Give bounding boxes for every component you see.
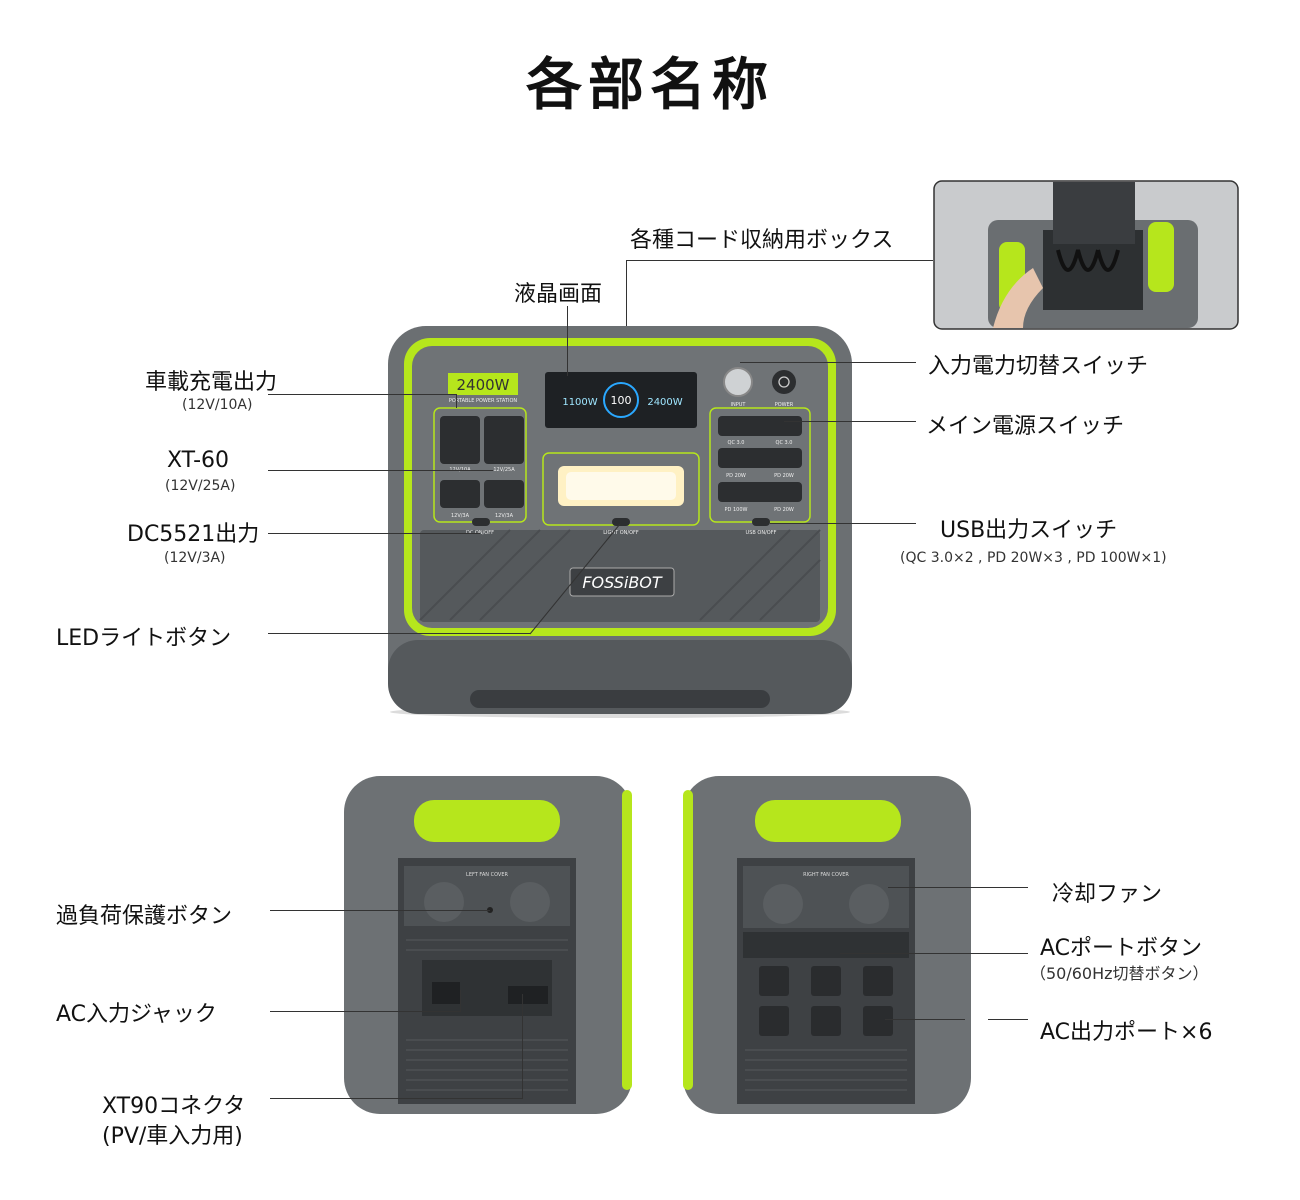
label-xt90: XT90コネクタ bbox=[102, 1094, 246, 1119]
leader-storage-box-vertical bbox=[626, 260, 627, 326]
label-led-button: LEDライトボタン bbox=[56, 626, 232, 651]
left-side-view-illustration: LEFT FAN COVER bbox=[344, 776, 632, 1114]
leader-car-output bbox=[268, 394, 456, 395]
label-ac-port-button: ACポートボタン bbox=[1040, 936, 1203, 961]
leader-xt90-vertical bbox=[522, 994, 523, 1099]
power-label: POWER bbox=[775, 402, 794, 408]
label-car-output: 車載充電出力 bbox=[145, 370, 278, 395]
capacity-badge: 2400W bbox=[456, 376, 509, 394]
input-label: INPUT bbox=[731, 402, 747, 408]
usb-pd20-label-2: PD 20W bbox=[774, 473, 794, 479]
usb-onoff-label: USB ON/OFF bbox=[746, 530, 777, 536]
front-view-illustration: 2400W PORTABLE POWER STATION 12V/10A 12V… bbox=[388, 326, 852, 718]
lcd-input-value: 1100W bbox=[562, 397, 597, 408]
usb-qc30-label-1: QC 3.0 bbox=[728, 440, 745, 446]
leader-ac-input-vertical bbox=[460, 990, 461, 1012]
overload-protection-button[interactable] bbox=[487, 907, 493, 913]
cooling-fan-left bbox=[763, 884, 803, 924]
label-xt90-spec: (PV/車入力用) bbox=[102, 1124, 243, 1149]
leader-xt60 bbox=[268, 470, 493, 471]
dc-button[interactable] bbox=[472, 518, 490, 526]
left-fan-cover-label: LEFT FAN COVER bbox=[466, 872, 508, 878]
usb-pd100-label: PD 100W bbox=[725, 507, 748, 513]
leader-storage-box bbox=[626, 260, 933, 261]
label-xt60: XT-60 bbox=[167, 448, 230, 473]
right-fan-cover-label: RIGHT FAN COVER bbox=[803, 872, 849, 878]
right-side-view-illustration: RIGHT FAN COVER bbox=[683, 776, 971, 1114]
leader-dc5521 bbox=[268, 533, 480, 534]
cooling-fan-right bbox=[849, 884, 889, 924]
leader-led-button bbox=[268, 633, 530, 634]
badge-subtitle: PORTABLE POWER STATION bbox=[449, 398, 518, 404]
dc-onoff-label: DC ON/OFF bbox=[466, 530, 494, 536]
label-lcd: 液晶画面 bbox=[514, 282, 603, 307]
ac-input-jack[interactable] bbox=[432, 982, 460, 1004]
usb-pd20-label-1: PD 20W bbox=[726, 473, 746, 479]
leader-led-button-diagonal bbox=[529, 523, 621, 635]
ac-port-button[interactable] bbox=[743, 932, 909, 958]
leader-ac-output bbox=[885, 1019, 965, 1020]
label-xt60-spec: (12V/25A) bbox=[165, 478, 236, 494]
lcd-output-value: 2400W bbox=[647, 397, 682, 408]
leader-usb-switch bbox=[770, 523, 916, 524]
led-light-button[interactable] bbox=[612, 518, 630, 526]
light-onoff-label: LIGHT ON/OFF bbox=[603, 530, 639, 536]
input-power-knob[interactable] bbox=[723, 367, 753, 397]
label-dc5521: DC5521出力 bbox=[127, 522, 260, 547]
port-label-12v25a: 12V/25A bbox=[493, 467, 515, 473]
label-usb-switch: USB出力スイッチ bbox=[940, 518, 1118, 543]
leader-car-output-vertical bbox=[456, 394, 457, 408]
xt90-connector[interactable] bbox=[508, 986, 548, 1004]
usb-button[interactable] bbox=[752, 518, 770, 526]
label-input-switch: 入力電力切替スイッチ bbox=[928, 354, 1149, 379]
port-label-12v3a-1: 12V/3A bbox=[451, 513, 470, 519]
leader-input-switch bbox=[740, 362, 916, 363]
leader-ac-output-right bbox=[988, 1019, 1028, 1020]
label-main-power: メイン電源スイッチ bbox=[926, 414, 1125, 439]
ac-outlets bbox=[759, 966, 893, 1036]
leader-cooling-fan bbox=[888, 887, 1028, 888]
leader-main-power bbox=[784, 421, 916, 422]
brand-logo: FOSSiBOT bbox=[582, 573, 663, 592]
leader-ac-port-button bbox=[840, 953, 1028, 954]
label-cooling-fan: 冷却ファン bbox=[1052, 882, 1163, 907]
label-ac-port-button-spec: （50/60Hz切替ボタン） bbox=[1030, 964, 1209, 983]
label-usb-spec: (QC 3.0×2 , PD 20W×3 , PD 100W×1) bbox=[900, 550, 1167, 566]
label-ac-input: AC入力ジャック bbox=[56, 1002, 217, 1027]
label-dc5521-spec: (12V/3A) bbox=[164, 550, 226, 566]
storage-box-photo bbox=[933, 180, 1239, 330]
label-car-output-spec: (12V/10A) bbox=[182, 397, 253, 413]
page-title: 各部名称 bbox=[526, 53, 774, 118]
leader-xt90 bbox=[270, 1098, 522, 1099]
main-power-button[interactable] bbox=[772, 370, 796, 394]
label-overload: 過負荷保護ボタン bbox=[56, 904, 233, 929]
leader-overload bbox=[270, 910, 490, 911]
lcd-battery-percent: 100 bbox=[611, 394, 632, 407]
label-storage-box: 各種コード収納用ボックス bbox=[630, 228, 894, 253]
port-label-12v3a-2: 12V/3A bbox=[495, 513, 514, 519]
label-ac-output: AC出力ポート×6 bbox=[1040, 1020, 1213, 1045]
leader-ac-input bbox=[270, 1011, 460, 1012]
usb-qc30-label-2: QC 3.0 bbox=[776, 440, 793, 446]
usb-pd20-label-3: PD 20W bbox=[774, 507, 794, 513]
leader-lcd bbox=[567, 306, 568, 376]
